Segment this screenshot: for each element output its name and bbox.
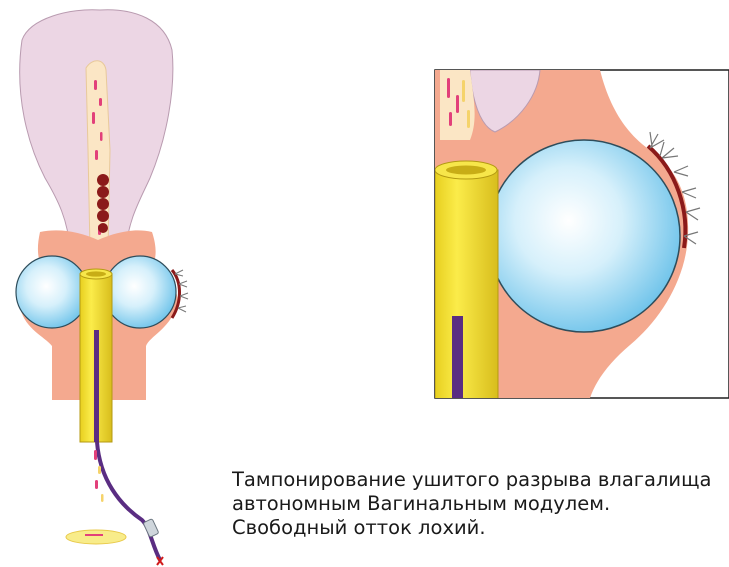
right-balloon [104, 256, 176, 328]
caption-text: Тампонирование ушитого разрыва влагалища… [232, 468, 729, 540]
zoom-balloon [488, 140, 680, 332]
left-schematic [16, 10, 188, 565]
zoom-tube [435, 170, 498, 410]
left-balloon [16, 256, 88, 328]
drain-line-inner [94, 330, 99, 442]
drain-connector [143, 519, 159, 538]
zoom-detail [435, 70, 729, 410]
caption-line-3: Свободный отток лохий. [232, 516, 729, 540]
zoom-drain-line [452, 316, 463, 406]
lochia-puddle [66, 530, 126, 544]
caption-line-1: Тампонирование ушитого разрыва влагалища [232, 468, 729, 492]
caption-line-2: автономным Вагинальным модулем. [232, 492, 729, 516]
